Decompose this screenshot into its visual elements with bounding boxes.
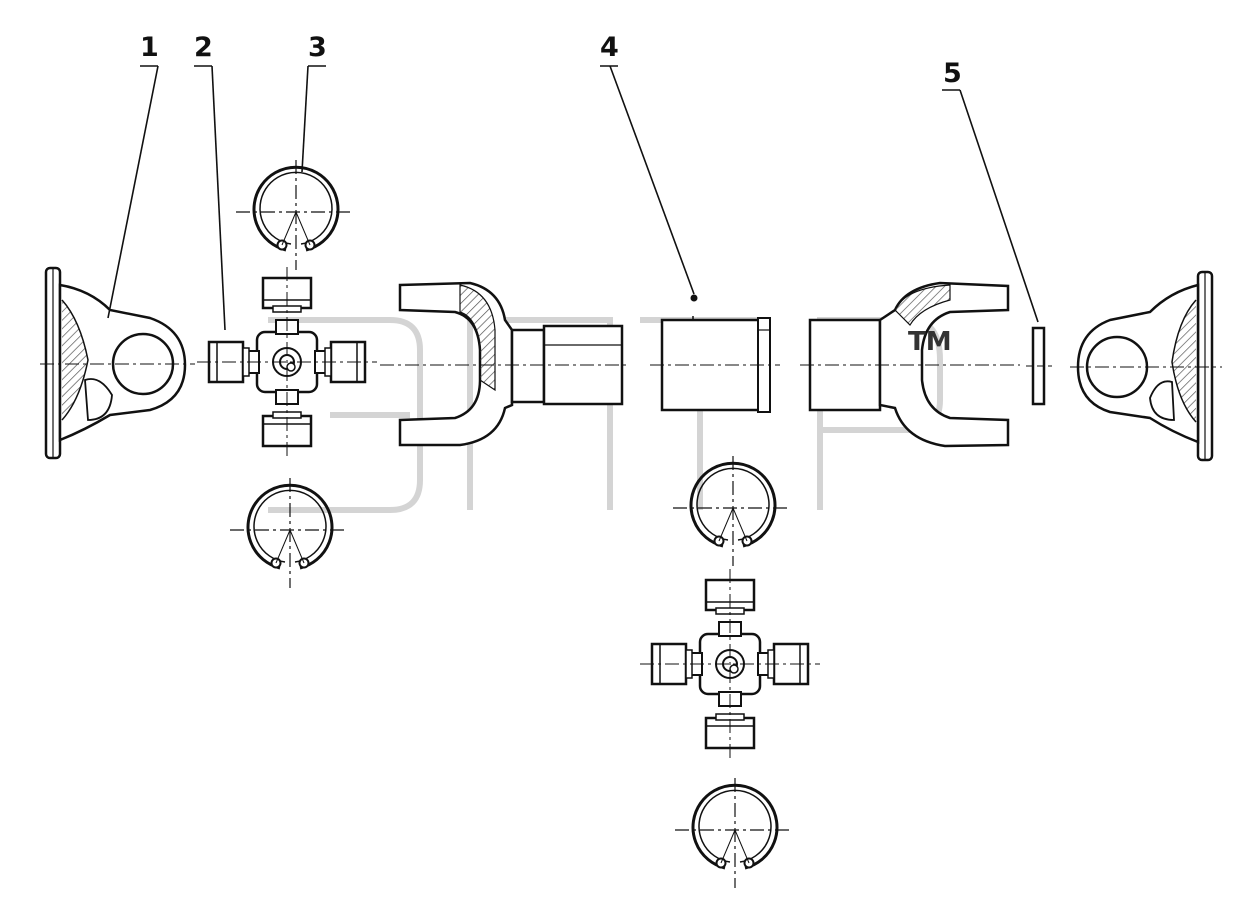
circlip-upper-left bbox=[234, 158, 353, 272]
washer bbox=[1026, 326, 1052, 406]
slip-yoke-left bbox=[380, 281, 630, 447]
flange-yoke-left bbox=[40, 266, 195, 460]
flange-yoke-right bbox=[1070, 270, 1222, 462]
callout-leaders bbox=[107, 65, 1039, 331]
universal-joint-cross-center bbox=[638, 567, 822, 761]
callout-2: 2 bbox=[194, 32, 213, 63]
trademark-mark: TM bbox=[908, 327, 952, 357]
callout-3: 3 bbox=[308, 32, 327, 63]
callout-1: 1 bbox=[140, 32, 159, 63]
callout-4-arrow-dot bbox=[690, 294, 698, 302]
shaft-tube bbox=[650, 316, 780, 413]
callout-4: 4 bbox=[600, 32, 619, 63]
circlip-lower-center bbox=[673, 776, 792, 890]
circlip-upper-center bbox=[671, 454, 790, 568]
circlip-lower-left bbox=[228, 476, 347, 590]
callout-5: 5 bbox=[943, 58, 962, 89]
welded-yoke-right bbox=[800, 281, 1020, 448]
